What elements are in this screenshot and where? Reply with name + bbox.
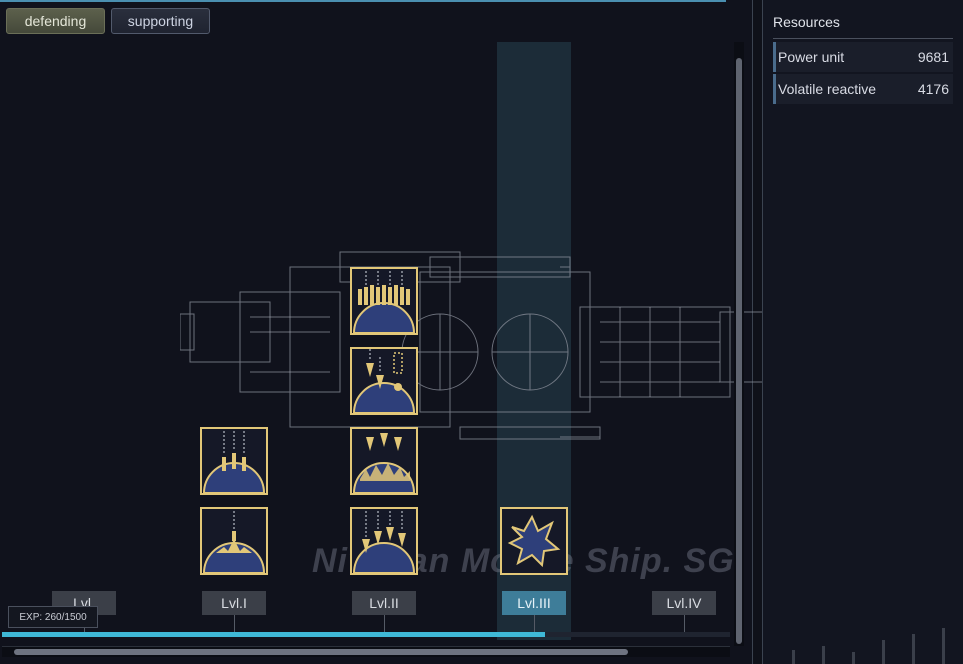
exp-progress-bar: [2, 632, 730, 637]
ship-wireframe: [180, 251, 801, 440]
resource-name: Volatile reactive: [778, 81, 877, 97]
level-tick: [384, 615, 385, 633]
skill-single-impact[interactable]: [200, 507, 268, 575]
skill-bomb-drop[interactable]: [350, 347, 418, 415]
bomb-burst-icon: [352, 433, 416, 493]
triple-missile-icon: [202, 431, 266, 493]
vertical-scroll-thumb[interactable]: [736, 58, 742, 644]
horizontal-scroll-thumb[interactable]: [14, 649, 628, 655]
level-tick: [234, 615, 235, 633]
resource-row: Power unit 9681: [773, 42, 953, 72]
impact-icon: [202, 511, 266, 573]
resource-row: Volatile reactive 4176: [773, 74, 953, 104]
skill-missile-barrage[interactable]: [350, 267, 418, 335]
exp-readout: EXP: 260/1500: [8, 606, 98, 628]
resource-value: 9681: [917, 49, 949, 65]
shatter-icon: [507, 514, 561, 568]
level-label-3[interactable]: Lvl.III: [502, 591, 566, 615]
divider: [773, 38, 953, 39]
exp-progress-fill: [2, 632, 545, 637]
level-tick: [534, 615, 535, 633]
resources-panel: Resources Power unit 9681 Volatile react…: [762, 0, 963, 664]
skill-shatter[interactable]: [500, 507, 568, 575]
resource-name: Power unit: [778, 49, 845, 65]
skill-triple-missile[interactable]: [200, 427, 268, 495]
skill-tree-panel: defending supporting: [0, 0, 801, 664]
tab-defending[interactable]: defending: [6, 8, 105, 34]
level-label-1[interactable]: Lvl.I: [202, 591, 266, 615]
resources-title: Resources: [773, 14, 840, 30]
decorative-bars: [792, 628, 945, 664]
tab-supporting[interactable]: supporting: [111, 8, 210, 34]
skill-bomb-burst[interactable]: [350, 427, 418, 495]
level-label-2[interactable]: Lvl.II: [352, 591, 416, 615]
bomb-drop-icon: [352, 349, 416, 413]
skill-quad-missile[interactable]: [350, 507, 418, 575]
level-tick: [684, 615, 685, 633]
resource-value: 4176: [917, 81, 949, 97]
top-accent-line: [0, 0, 726, 2]
quad-missile-icon: [352, 511, 416, 573]
level-label-4[interactable]: Lvl.IV: [652, 591, 716, 615]
missile-barrage-icon: [352, 271, 416, 333]
